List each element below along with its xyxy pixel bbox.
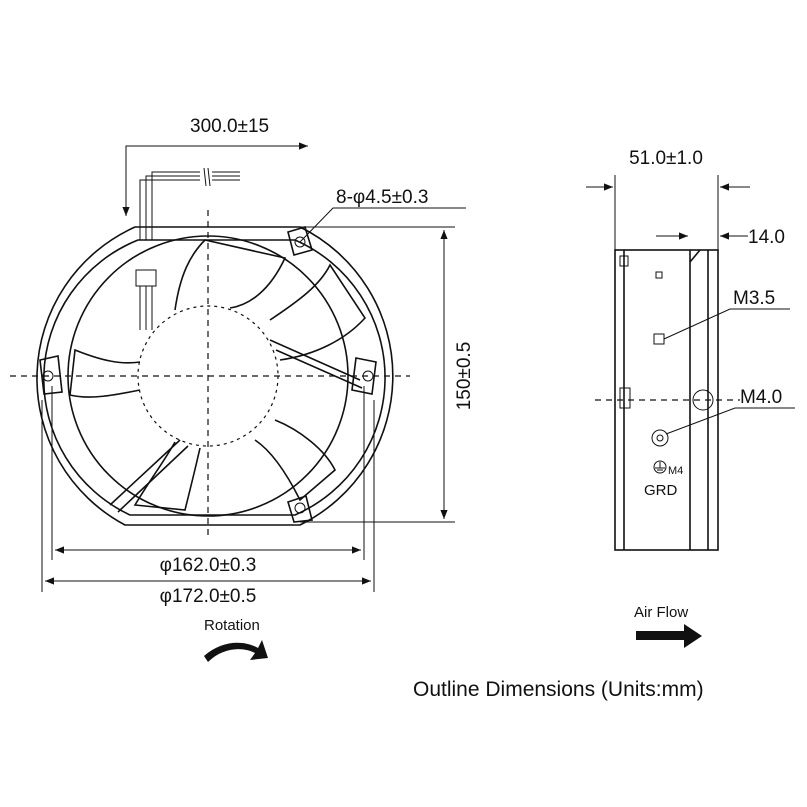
outer-diameter-label: φ172.0±0.5 — [160, 586, 257, 607]
airflow-arrow — [636, 624, 702, 648]
flange-label: 14.0 — [748, 227, 785, 248]
front-view: 300.0±15 8-φ4.5±0.3 150±0.5 φ162.0±0.3 φ… — [10, 116, 475, 662]
venturi-ring — [67, 235, 349, 517]
housing-inner — [42, 239, 386, 516]
support-struts — [109, 339, 363, 513]
m40-screw-hole — [651, 429, 669, 447]
airflow-label: Air Flow — [634, 604, 688, 621]
mounting-holes-label: 8-φ4.5±0.3 — [336, 187, 428, 208]
inner-diameter-label: φ162.0±0.3 — [160, 555, 257, 576]
height-label: 150±0.5 — [454, 342, 475, 411]
m40-label: M4.0 — [740, 387, 782, 408]
depth-label: 51.0±1.0 — [629, 148, 703, 169]
caption: Outline Dimensions (Units:mm) — [413, 678, 704, 701]
motor-hub — [137, 305, 279, 447]
mounting-holes-leader — [299, 207, 466, 243]
ground-label: GRD — [644, 482, 678, 499]
lead-wires — [135, 167, 240, 330]
m35-label: M3.5 — [733, 288, 775, 309]
fan-blades — [69, 239, 367, 511]
m35-screw-hole — [653, 333, 665, 345]
rotation-arrow — [204, 640, 268, 662]
cable-length-label: 300.0±15 — [190, 116, 269, 137]
rotation-label: Rotation — [204, 617, 260, 634]
ground-icon — [653, 460, 667, 474]
housing-outer — [36, 226, 394, 526]
mounting-ears — [39, 226, 377, 523]
ground-screw-label: M4 — [668, 465, 683, 477]
cable-length-dimension — [122, 142, 308, 216]
side-view: 51.0±1.0 14.0 M3.5 M4.0 M4 GRD Air Flow — [586, 148, 795, 648]
